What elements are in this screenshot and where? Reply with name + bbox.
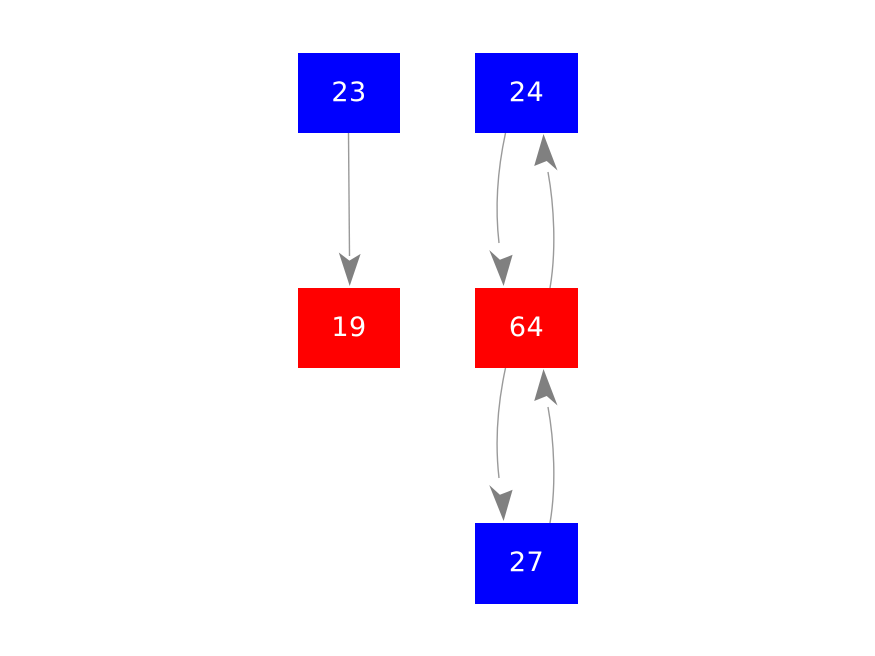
arrow-head-up <box>534 134 558 171</box>
node-label: 23 <box>331 76 367 108</box>
edge-24-to-64 <box>489 132 513 286</box>
graph-node-23[interactable]: 23 <box>298 53 400 133</box>
graph-node-19[interactable]: 19 <box>298 288 400 368</box>
arrow-head-up <box>534 369 558 406</box>
node-label: 19 <box>331 311 367 343</box>
edge-line <box>347 132 351 257</box>
edge-line <box>496 132 507 244</box>
arrow-head-down <box>489 250 513 286</box>
edge-line <box>547 171 555 289</box>
edge-line <box>547 406 555 524</box>
graph-node-64[interactable]: 64 <box>475 288 578 368</box>
edge-64-to-27 <box>489 367 513 521</box>
edge-23-to-19 <box>338 132 361 286</box>
node-label: 64 <box>508 311 545 343</box>
edge-line <box>496 367 507 479</box>
arrow-head-down <box>338 252 361 286</box>
edge-27-to-64 <box>534 369 558 524</box>
node-label: 27 <box>508 547 545 578</box>
node-label: 24 <box>508 76 545 108</box>
graph-node-27[interactable]: 27 <box>475 523 578 604</box>
graph-node-24[interactable]: 24 <box>475 53 578 133</box>
edge-64-to-24 <box>534 134 558 289</box>
arrow-head-down <box>489 485 513 521</box>
